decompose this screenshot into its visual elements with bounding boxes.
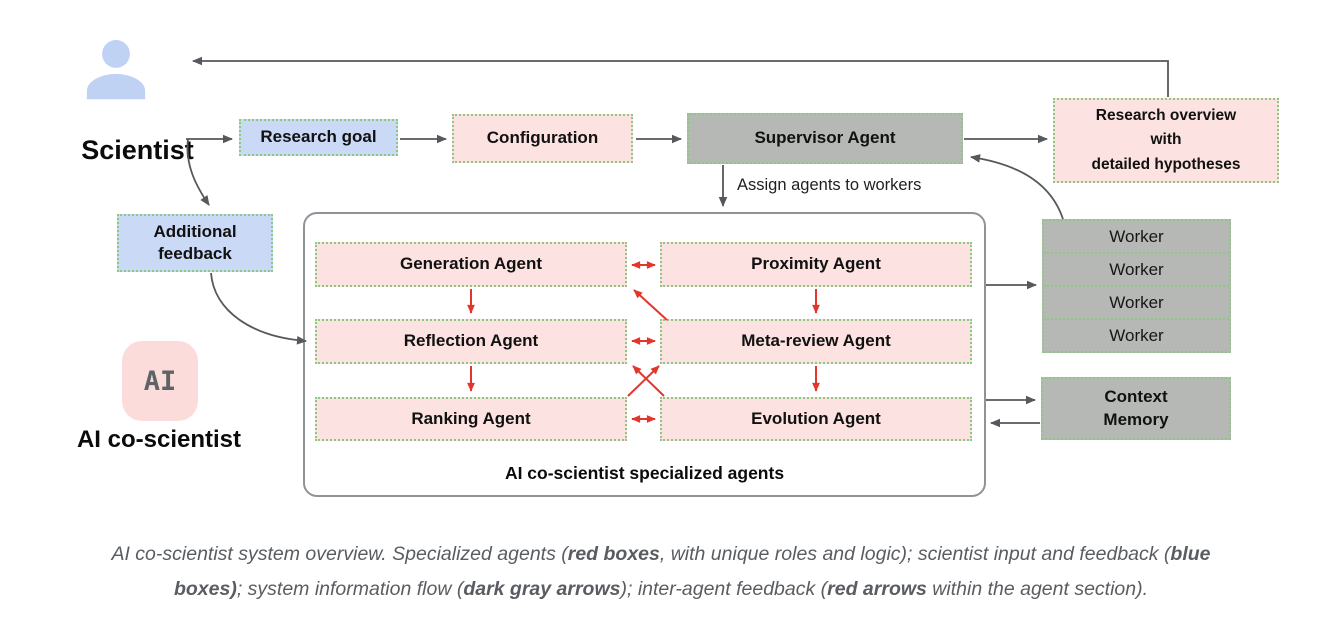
scientist-label: Scientist: [81, 135, 194, 165]
scientist-icon: [86, 40, 146, 100]
caption-text-bold: boxes): [173, 578, 237, 600]
arrow-feedback-to-reflection: [210, 272, 307, 345]
caption-text-bold: red arrows: [827, 578, 927, 600]
caption-text: within the agent section).: [926, 578, 1149, 600]
caption-text-bold: red boxes: [567, 543, 660, 565]
figure-caption: AI co-scientist system overview. Special…: [0, 537, 1322, 607]
meta-review-agent-box: Meta-review Agent: [660, 319, 972, 364]
reflection-agent-box: Reflection Agent: [315, 319, 627, 364]
arrow-workers-to-supervisor: [970, 154, 1064, 220]
caption-line-2: boxes); system information flow (dark gr…: [0, 572, 1322, 607]
research-overview-box: Research overview with detailed hypothes…: [1053, 98, 1279, 183]
caption-text: ); inter-agent feedback (: [620, 578, 828, 600]
ai-badge-icon: AI: [122, 341, 198, 421]
ai-co-scientist-label: AI co-scientist: [76, 426, 242, 453]
proximity-agent-box: Proximity Agent: [660, 242, 972, 287]
caption-text: ; system information flow (: [236, 578, 464, 600]
caption-text: , with unique roles and logic); scientis…: [659, 543, 1171, 565]
supervisor-agent-box: Supervisor Agent: [687, 113, 963, 164]
worker-row: Worker: [1044, 287, 1229, 320]
worker-stack: Worker Worker Worker Worker: [1042, 219, 1231, 353]
additional-feedback-box: Additional feedback: [117, 214, 273, 272]
agents-container-label: AI co-scientist specialized agents: [504, 463, 785, 483]
caption-text-bold: dark gray arrows: [463, 578, 621, 600]
agents-container: [303, 212, 986, 497]
research-goal-box: Research goal: [239, 119, 398, 156]
context-memory-box: Context Memory: [1041, 377, 1231, 440]
worker-row: Worker: [1044, 254, 1229, 287]
assign-agents-label: Assign agents to workers: [737, 176, 922, 194]
caption-text: AI co-scientist system overview. Special…: [111, 543, 568, 565]
arrow-overview-to-scientist: [192, 56, 1169, 97]
evolution-agent-box: Evolution Agent: [660, 397, 972, 441]
ranking-agent-box: Ranking Agent: [315, 397, 627, 441]
caption-line-1: AI co-scientist system overview. Special…: [0, 537, 1322, 572]
generation-agent-box: Generation Agent: [315, 242, 627, 287]
configuration-box: Configuration: [452, 114, 633, 163]
caption-text-bold: blue: [1170, 543, 1211, 565]
worker-row: Worker: [1109, 325, 1164, 345]
worker-row: Worker: [1044, 221, 1229, 254]
